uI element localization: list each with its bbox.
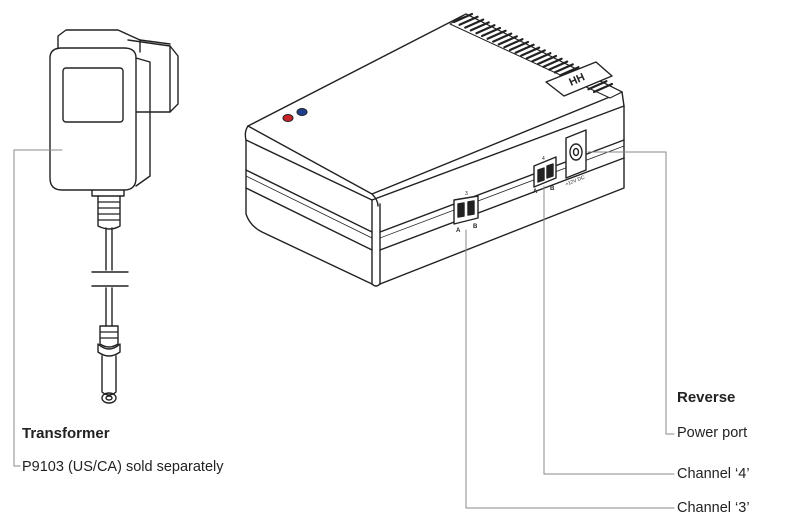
logo-plate: [545, 61, 613, 97]
transformer-label-panel: [62, 67, 124, 123]
channel-3-connector: [453, 195, 479, 225]
transformer-illustration: [49, 29, 179, 404]
vent-slat: [503, 38, 524, 49]
channel-4-terminal-a: A: [533, 189, 538, 195]
vent-slat: [508, 40, 530, 52]
channel-4-connector: [533, 156, 557, 188]
vent-slat: [525, 49, 546, 60]
vent-slat: [548, 60, 569, 71]
leader-channel-3: [465, 229, 675, 509]
power-port-label-text: Power port: [677, 425, 748, 441]
vent-slat: [553, 63, 574, 74]
leader-power-port: [587, 151, 675, 435]
leader-channel-4: [543, 185, 675, 475]
channel-3-terminal-b: B: [473, 224, 478, 230]
vent-slat: [531, 52, 552, 63]
device-logo: HH: [567, 71, 586, 88]
channel-3-label: Channel ‘3’: [677, 500, 750, 516]
device-illustration: [244, 12, 625, 287]
vent-slat: [458, 15, 479, 26]
transformer-title: Transformer: [22, 425, 110, 442]
vent-slat: [542, 57, 563, 68]
channel-4-label: Channel ‘4’: [677, 466, 750, 482]
channel-3-number: 3: [465, 191, 468, 197]
blue-led: [296, 108, 308, 116]
vent-slat: [514, 43, 535, 54]
leader-transformer: [13, 149, 63, 467]
transformer-caption: P9103 (US/CA) sold separately: [22, 459, 224, 475]
vent-slat: [587, 80, 608, 91]
vent-slat: [520, 46, 541, 57]
vent-slat: [486, 29, 507, 40]
leader-lines: [13, 149, 675, 509]
vent-slat: [480, 26, 502, 38]
red-led: [282, 114, 294, 122]
reverse-title: Reverse: [677, 389, 736, 406]
channel-4-terminal-b: B: [550, 186, 555, 192]
vent-slat: [592, 82, 614, 94]
vent-slat: [475, 24, 496, 35]
vent-slat: [536, 54, 558, 66]
power-port: [565, 129, 587, 179]
vent-slat: [559, 66, 580, 77]
channel-3-terminal-a: A: [456, 228, 461, 234]
vent-slat: [492, 32, 513, 43]
channel-4-number: 4: [542, 156, 545, 162]
vent-slat: [497, 35, 518, 46]
vent-slat: [452, 12, 474, 24]
vent-slat: [469, 21, 490, 32]
vent-slat: [464, 18, 485, 29]
